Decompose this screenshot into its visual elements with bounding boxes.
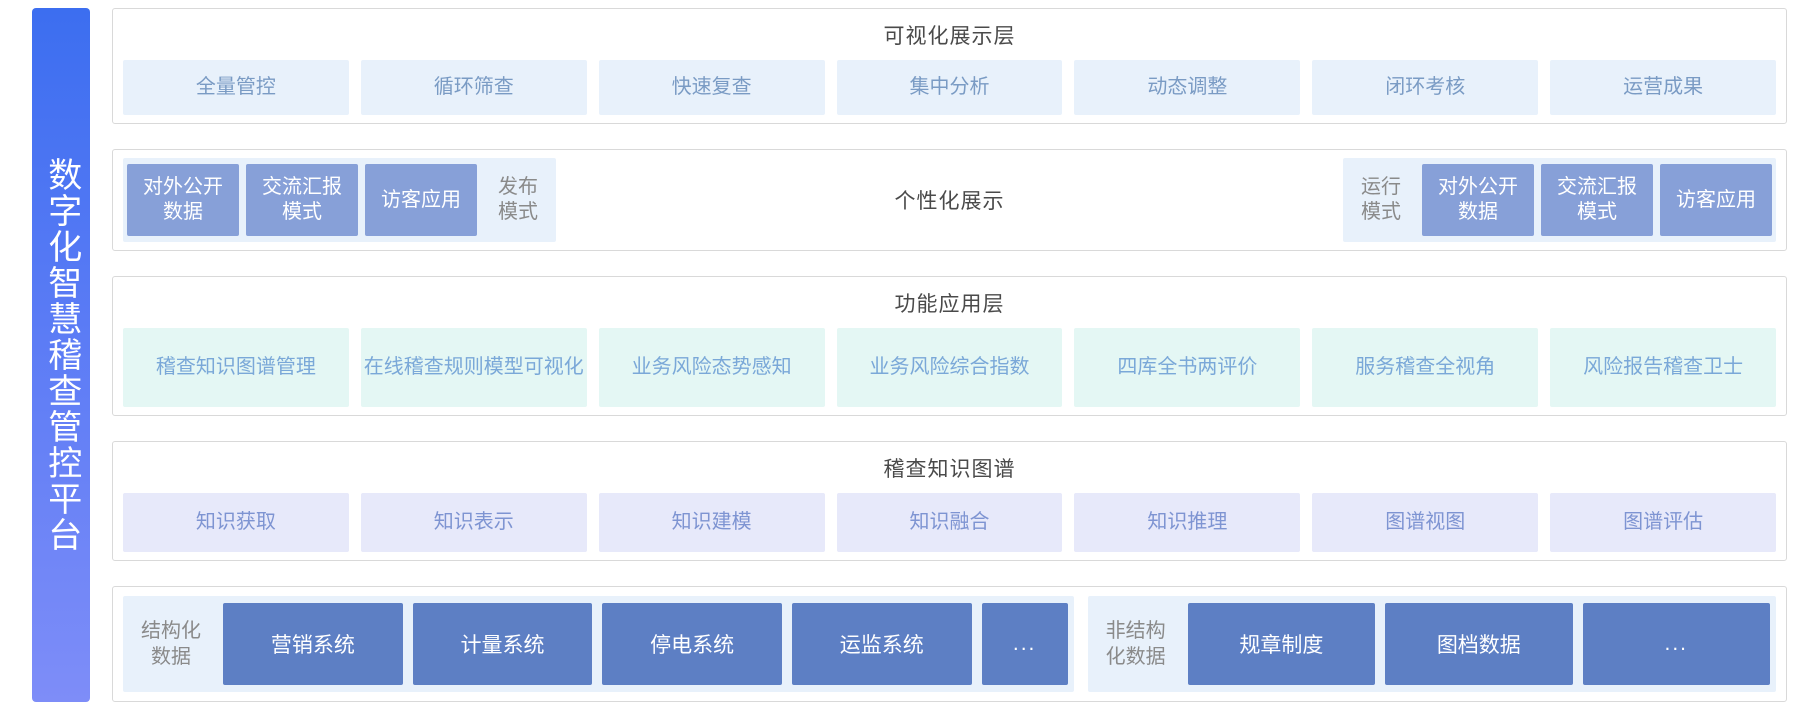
chip-fuwujichaquanshijiao[interactable]: 服务稽查全视角 bbox=[1312, 328, 1539, 407]
layer-function-application-items: 稽查知识图谱管理 在线稽查规则模型可视化 业务风险态势感知 业务风险综合指数 四… bbox=[123, 328, 1777, 407]
platform-title: 数字化智慧稽查管控平台 bbox=[42, 157, 81, 553]
unstructured-data-group: 非结构 化数据 规章制度 图档数据 ... bbox=[1087, 596, 1776, 692]
chip-fengxianbaogaojichaweishi[interactable]: 风险报告稽查卫士 bbox=[1550, 328, 1777, 407]
chip-zhishironghe[interactable]: 知识融合 bbox=[836, 493, 1063, 552]
layer-knowledge-graph: 稽查知识图谱 知识获取 知识表示 知识建模 知识融合 知识推理 图谱视图 图谱评… bbox=[112, 441, 1787, 561]
chip-bihuankaohe[interactable]: 闭环考核 bbox=[1312, 60, 1539, 115]
tile-jiaoliuhuibaomoshi-left[interactable]: 交流汇报 模式 bbox=[246, 164, 358, 236]
src-guizhangzhidu[interactable]: 规章制度 bbox=[1187, 603, 1376, 685]
src-structured-more[interactable]: ... bbox=[981, 603, 1068, 685]
chip-sikuquanshuliangpingjia[interactable]: 四库全书两评价 bbox=[1074, 328, 1301, 407]
chip-zhishihuoqu[interactable]: 知识获取 bbox=[123, 493, 349, 552]
chip-tupushitu[interactable]: 图谱视图 bbox=[1312, 493, 1539, 552]
src-unstructured-more[interactable]: ... bbox=[1582, 603, 1771, 685]
layer-visualization-items: 全量管控 循环筛查 快速复查 集中分析 动态调整 闭环考核 运营成果 bbox=[123, 60, 1777, 115]
chip-xunhuanshaicha[interactable]: 循环筛查 bbox=[360, 60, 587, 115]
tile-duiwaigongkaishuju-right[interactable]: 对外公开 数据 bbox=[1422, 164, 1534, 236]
src-yunjianxitong[interactable]: 运监系统 bbox=[791, 603, 972, 685]
src-jiliangxitong[interactable]: 计量系统 bbox=[412, 603, 593, 685]
chip-yewufengxiantaishi[interactable]: 业务风险态势感知 bbox=[598, 328, 825, 407]
layer-data-sources: 结构化 数据 营销系统 计量系统 停电系统 运监系统 ... 非结构 化数据 规… bbox=[112, 586, 1787, 702]
platform-title-bar: 数字化智慧稽查管控平台 bbox=[32, 8, 90, 702]
personalized-display-label: 个性化展示 bbox=[556, 158, 1343, 242]
chip-tupupinggu[interactable]: 图谱评估 bbox=[1550, 493, 1777, 552]
chip-zaixianjichaguize[interactable]: 在线稽查规则模型可视化 bbox=[360, 328, 587, 407]
chip-dongtaitiaozheng[interactable]: 动态调整 bbox=[1074, 60, 1301, 115]
structured-data-label: 结构化 数据 bbox=[141, 620, 201, 668]
chip-zhishituili[interactable]: 知识推理 bbox=[1074, 493, 1301, 552]
layer-visualization: 可视化展示层 全量管控 循环筛查 快速复查 集中分析 动态调整 闭环考核 运营成… bbox=[112, 8, 1787, 124]
chip-yewufengxianzhishu[interactable]: 业务风险综合指数 bbox=[836, 328, 1063, 407]
tile-duiwaigongkaishuju-left[interactable]: 对外公开 数据 bbox=[127, 164, 239, 236]
layer-visualization-title: 可视化展示层 bbox=[883, 25, 1016, 48]
layer-personalized-display: 对外公开 数据 交流汇报 模式 访客应用 发布 模式 个性化展示 运行 模式 对… bbox=[112, 149, 1787, 251]
chip-zhishijianmo[interactable]: 知识建模 bbox=[598, 493, 825, 552]
chip-jizhongfenxi[interactable]: 集中分析 bbox=[836, 60, 1063, 115]
layer-knowledge-graph-title: 稽查知识图谱 bbox=[883, 458, 1016, 481]
personalized-right-group: 运行 模式 对外公开 数据 交流汇报 模式 访客应用 bbox=[1343, 158, 1776, 242]
personalized-left-group: 对外公开 数据 交流汇报 模式 访客应用 发布 模式 bbox=[123, 158, 556, 242]
chip-kuaisufucha[interactable]: 快速复查 bbox=[598, 60, 825, 115]
personalized-band: 对外公开 数据 交流汇报 模式 访客应用 发布 模式 个性化展示 运行 模式 对… bbox=[113, 150, 1786, 250]
src-tudangshuju[interactable]: 图档数据 bbox=[1385, 603, 1573, 685]
layer-function-application: 功能应用层 稽查知识图谱管理 在线稽查规则模型可视化 业务风险态势感知 业务风险… bbox=[112, 276, 1787, 416]
chip-quanliangguankong[interactable]: 全量管控 bbox=[123, 60, 349, 115]
tile-fangkeyingyong-left[interactable]: 访客应用 bbox=[365, 164, 477, 236]
chip-zhishibiaoshi[interactable]: 知识表示 bbox=[360, 493, 587, 552]
src-tingdianxitong[interactable]: 停电系统 bbox=[602, 603, 782, 685]
data-source-band: 结构化 数据 营销系统 计量系统 停电系统 运监系统 ... 非结构 化数据 规… bbox=[113, 587, 1786, 701]
tile-fabumoshi[interactable]: 发布 模式 bbox=[498, 176, 538, 223]
layer-function-application-title: 功能应用层 bbox=[894, 293, 1005, 316]
unstructured-data-label: 非结构 化数据 bbox=[1105, 620, 1166, 668]
chip-yunyingchengguo[interactable]: 运营成果 bbox=[1550, 60, 1777, 115]
layer-stack: 可视化展示层 全量管控 循环筛查 快速复查 集中分析 动态调整 闭环考核 运营成… bbox=[112, 8, 1787, 702]
layer-knowledge-graph-items: 知识获取 知识表示 知识建模 知识融合 知识推理 图谱视图 图谱评估 bbox=[123, 493, 1777, 552]
tile-yunxingmoshi[interactable]: 运行 模式 bbox=[1361, 176, 1401, 223]
chip-jichazhishitupuguanli[interactable]: 稽查知识图谱管理 bbox=[123, 328, 349, 407]
tile-jiaoliuhuibaomoshi-right[interactable]: 交流汇报 模式 bbox=[1541, 164, 1653, 236]
src-yingxiaoxitong[interactable]: 营销系统 bbox=[223, 603, 403, 685]
structured-data-group: 结构化 数据 营销系统 计量系统 停电系统 运监系统 ... bbox=[123, 596, 1074, 692]
tile-fangkeyingyong-right[interactable]: 访客应用 bbox=[1660, 164, 1772, 236]
